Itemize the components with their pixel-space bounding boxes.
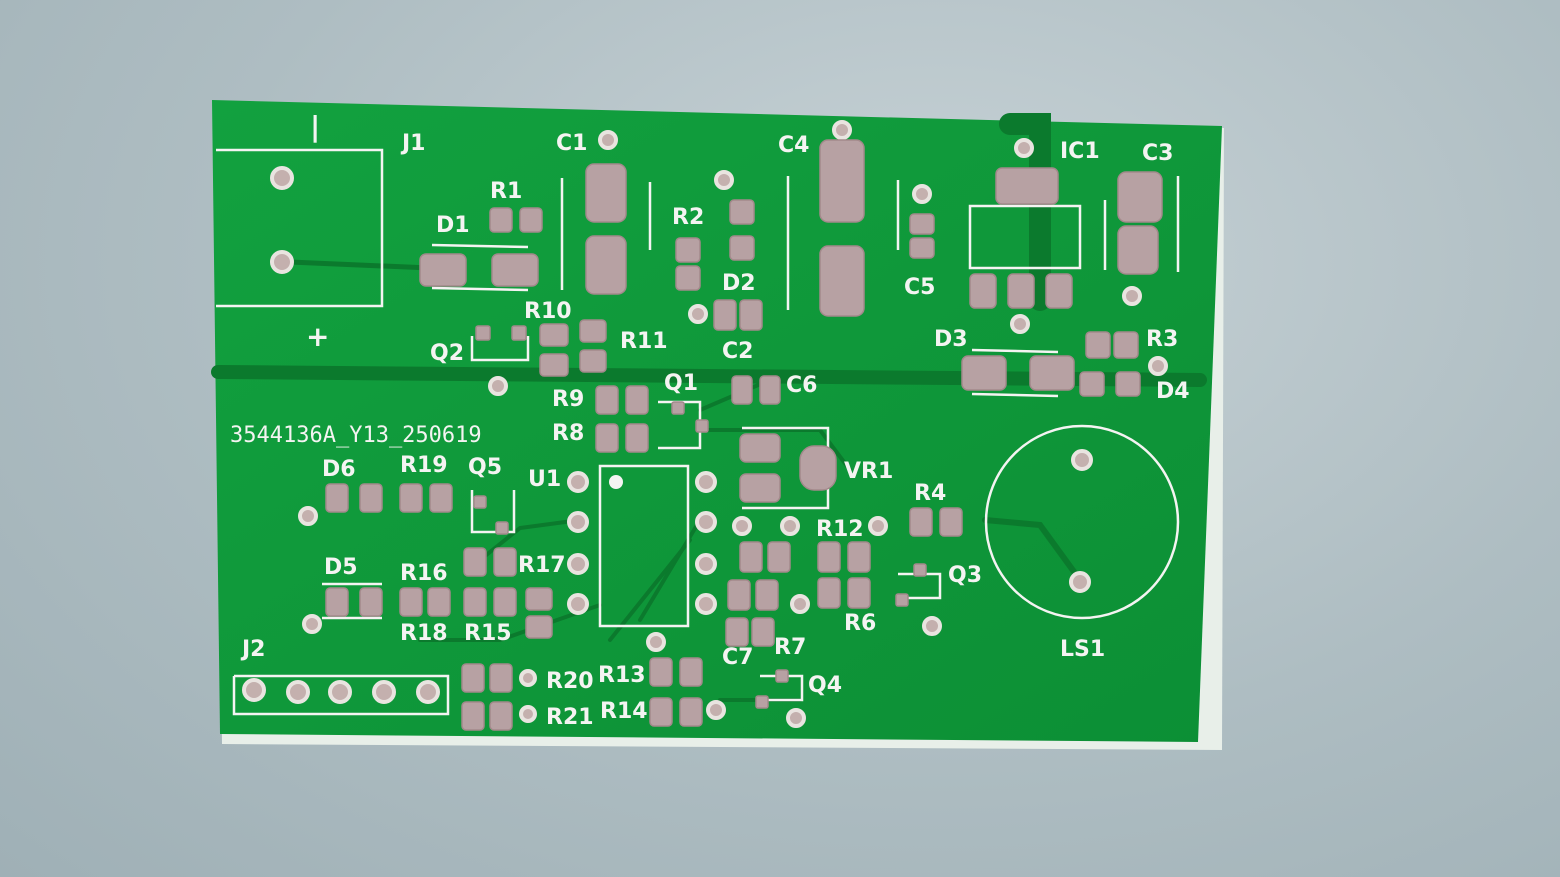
- label-IC1: IC1: [1060, 139, 1100, 164]
- label-VR1: VR1: [844, 459, 893, 484]
- label-Q3: Q3: [948, 563, 982, 588]
- label-Q1: Q1: [664, 371, 698, 396]
- label-R20: R20: [546, 669, 594, 694]
- board-serial: 3544136A_Y13_250619: [230, 423, 482, 448]
- label-R1: R1: [490, 179, 522, 204]
- label-R3: R3: [1146, 327, 1178, 352]
- label-Q5: Q5: [468, 455, 502, 480]
- label-R2: R2: [672, 205, 704, 230]
- polarity-minus: |: [310, 110, 320, 143]
- label-D6: D6: [322, 457, 356, 482]
- label-LS1: LS1: [1060, 637, 1105, 662]
- label-D5: D5: [324, 555, 358, 580]
- label-C5: C5: [904, 275, 935, 300]
- smd-pads: [325, 139, 1163, 731]
- polarity-plus: +: [306, 320, 329, 353]
- label-R6: R6: [844, 611, 876, 636]
- label-R18: R18: [400, 621, 448, 646]
- label-Q2: Q2: [430, 341, 464, 366]
- label-C3: C3: [1142, 141, 1173, 166]
- label-R14: R14: [600, 699, 648, 724]
- label-R4: R4: [914, 481, 946, 506]
- silkscreen-labels: | + 3544136A_Y13_250619 J1 C1 C4 IC1 C3 …: [230, 110, 1190, 730]
- label-Q4: Q4: [808, 673, 842, 698]
- label-D2: D2: [722, 271, 756, 296]
- label-R21: R21: [546, 705, 594, 730]
- label-R15: R15: [464, 621, 512, 646]
- label-D3: D3: [934, 327, 968, 352]
- label-C2: C2: [722, 339, 753, 364]
- through-hole-pads: [242, 120, 1168, 728]
- label-D1: D1: [436, 213, 470, 238]
- label-U1: U1: [528, 467, 561, 492]
- label-R10: R10: [524, 299, 572, 324]
- label-C6: C6: [786, 373, 817, 398]
- label-R8: R8: [552, 421, 584, 446]
- label-J1: J1: [400, 131, 426, 156]
- label-D4: D4: [1156, 379, 1190, 404]
- label-C4: C4: [778, 133, 809, 158]
- label-J2: J2: [240, 637, 266, 662]
- label-C7: C7: [722, 645, 753, 670]
- label-R9: R9: [552, 387, 584, 412]
- label-R17: R17: [518, 553, 566, 578]
- label-R16: R16: [400, 561, 448, 586]
- label-R19: R19: [400, 453, 448, 478]
- label-R11: R11: [620, 329, 668, 354]
- label-R7: R7: [774, 635, 806, 660]
- label-C1: C1: [556, 131, 587, 156]
- label-R12: R12: [816, 517, 864, 542]
- label-R13: R13: [598, 663, 646, 688]
- u1-pin1-marker: [609, 475, 623, 489]
